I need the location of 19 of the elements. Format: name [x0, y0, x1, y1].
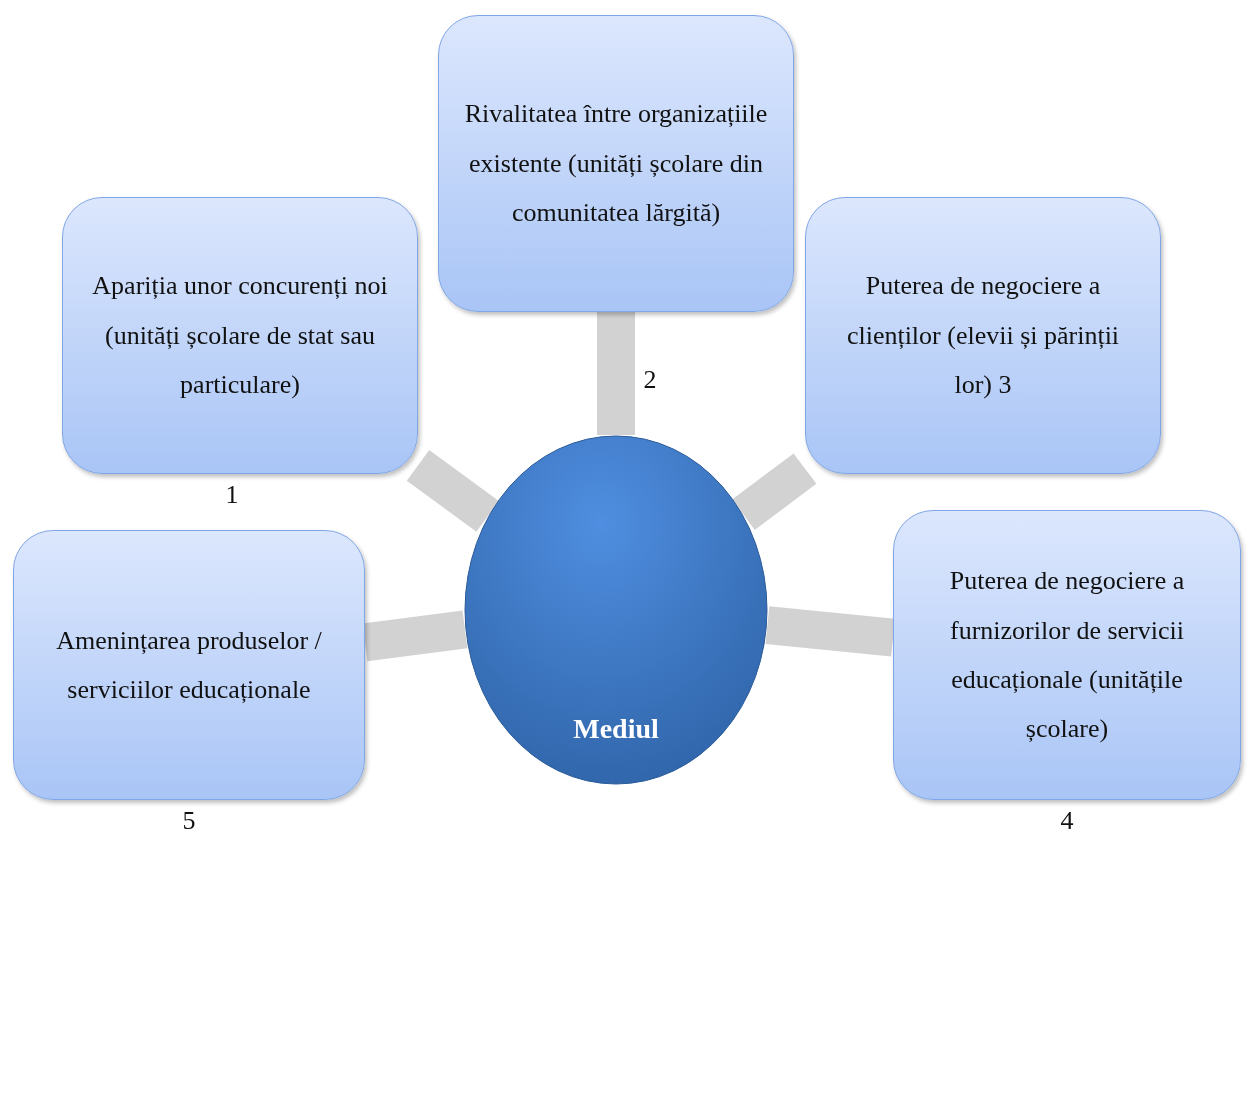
- rounded-box: [893, 510, 1241, 800]
- box-label: Amenințarea produselor / serviciilor educaționale: [55, 624, 323, 706]
- connector-bar: [406, 450, 499, 532]
- rounded-box: [13, 530, 365, 800]
- rounded-box: [805, 197, 1161, 474]
- number-label: 5: [182, 806, 196, 836]
- connector-bar: [765, 606, 895, 657]
- number-label: 4: [1060, 806, 1074, 836]
- connector-bar: [597, 312, 635, 435]
- number-label: 1: [225, 480, 239, 510]
- connector-bar: [732, 453, 817, 530]
- box-label: Puterea de negociere a clienților (elevii și părinții lor) 3: [845, 270, 1121, 402]
- box-label: Puterea de negociere a furnizorilor de servicii educaționale (unitățile școlare): [948, 565, 1186, 746]
- rounded-box: [438, 15, 794, 312]
- rounded-box: [62, 197, 418, 474]
- box-label: Apariția unor concurenți noi (unități școlare de stat sau particulare): [91, 270, 389, 402]
- circle-label: Mediul: [573, 713, 659, 745]
- number-label: 2: [643, 365, 657, 395]
- box-label: Rivalitatea între organizațiile existente (unități școlare din comunitatea lărgită): [463, 98, 769, 230]
